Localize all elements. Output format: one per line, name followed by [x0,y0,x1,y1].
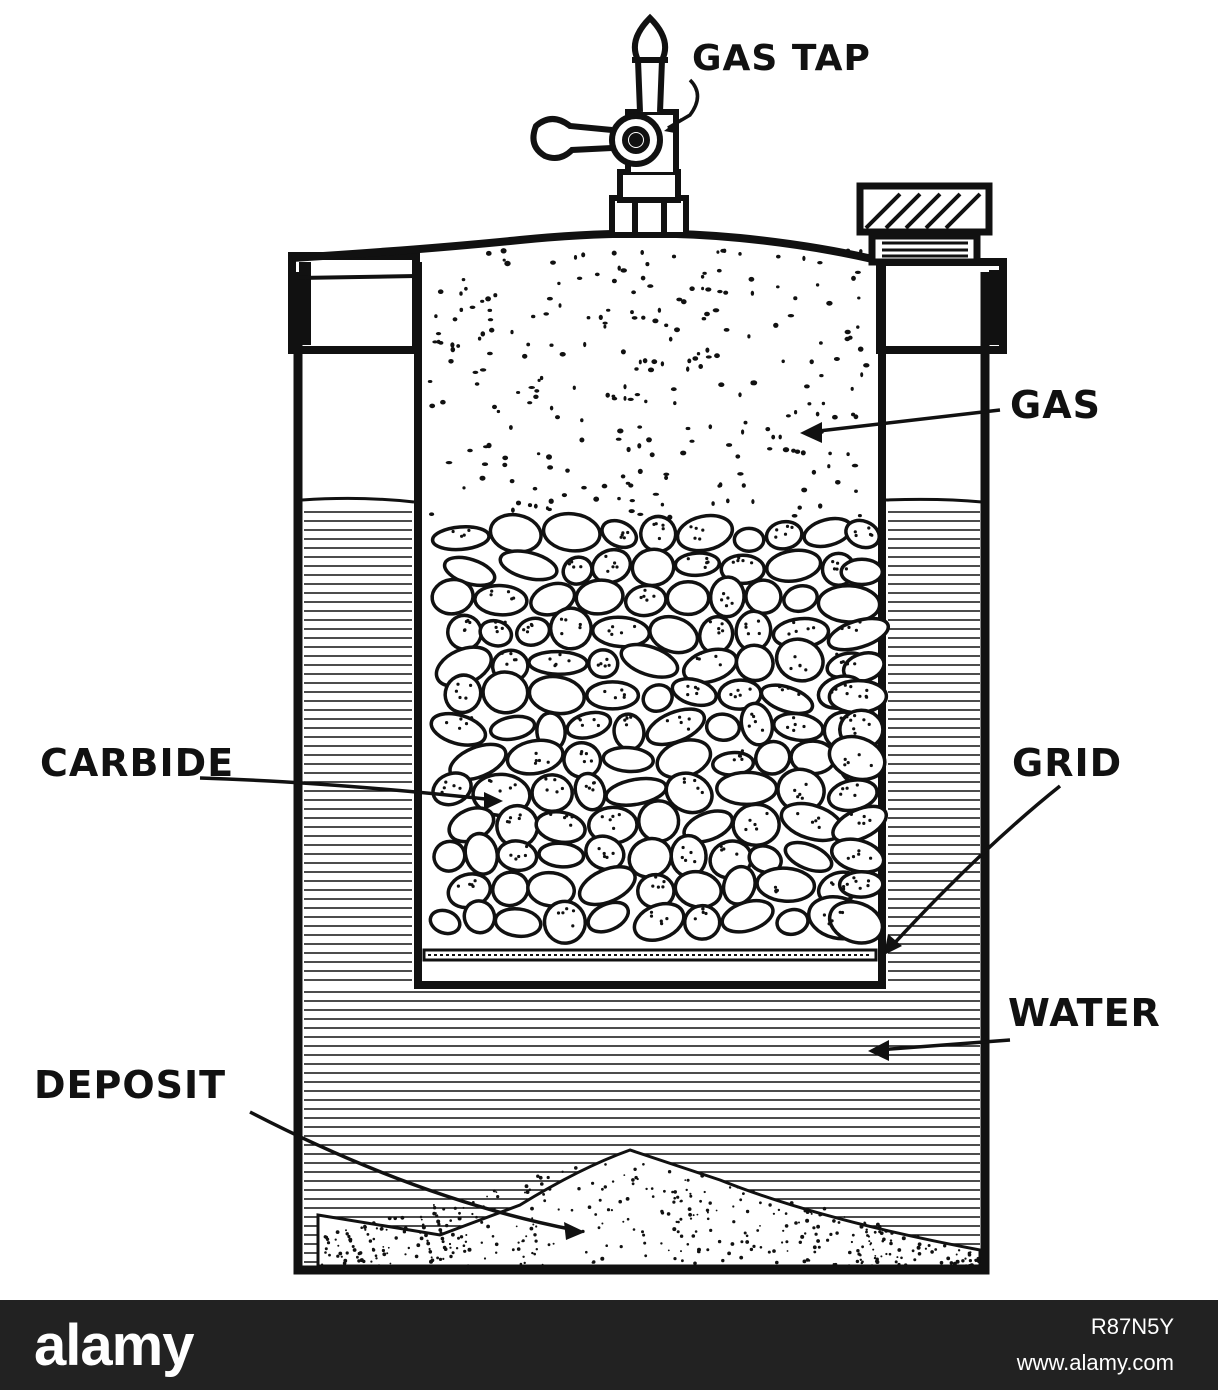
gas-tap [530,13,689,238]
carbide-stones [428,511,891,945]
deposit-mound [316,1148,982,1268]
gas-speckles [427,248,870,522]
image-id: R87N5Y [1090,1314,1174,1339]
label-deposit: DEPOSIT [34,1063,226,1107]
carbide-stone-texture [440,522,874,928]
leader-water [877,1038,1011,1052]
label-grid: GRID [1012,741,1122,785]
arrowhead-deposit [564,1222,585,1240]
arrowhead-water [868,1040,889,1061]
deposit-speckles [320,1163,981,1268]
arrowhead-gas [800,422,822,443]
brand-logo: alamy [34,1313,194,1378]
leader-carbide [199,776,496,802]
site-url: www.alamy.com [1016,1350,1174,1375]
leader-deposit [249,1110,576,1232]
arrowhead-gas-tap [664,118,681,133]
water-level-right [885,497,983,504]
arrowhead-carbide [484,792,503,810]
leaders [199,78,1062,1232]
leader-gas-tap [667,78,700,130]
outer-vessel [293,272,990,1275]
arrowheads [484,118,902,1240]
watermark-footer: alamy R87N5Y www.alamy.com [0,1300,1218,1390]
label-water: WATER [1008,991,1161,1035]
vessel-lid-inner [297,274,417,280]
filler-cap [856,182,993,266]
acetylene-generator-diagram: GAS TAP GAS CARBIDE GRID WATER DEPOSIT [34,13,1161,1275]
leader-grid [888,784,1062,950]
water-level-left [301,496,415,504]
label-gas-tap: GAS TAP [692,38,871,79]
label-gas: GAS [1010,383,1101,427]
arrowhead-grid [884,934,902,955]
label-carbide: CARBIDE [40,741,234,785]
leader-gas [809,408,1001,434]
